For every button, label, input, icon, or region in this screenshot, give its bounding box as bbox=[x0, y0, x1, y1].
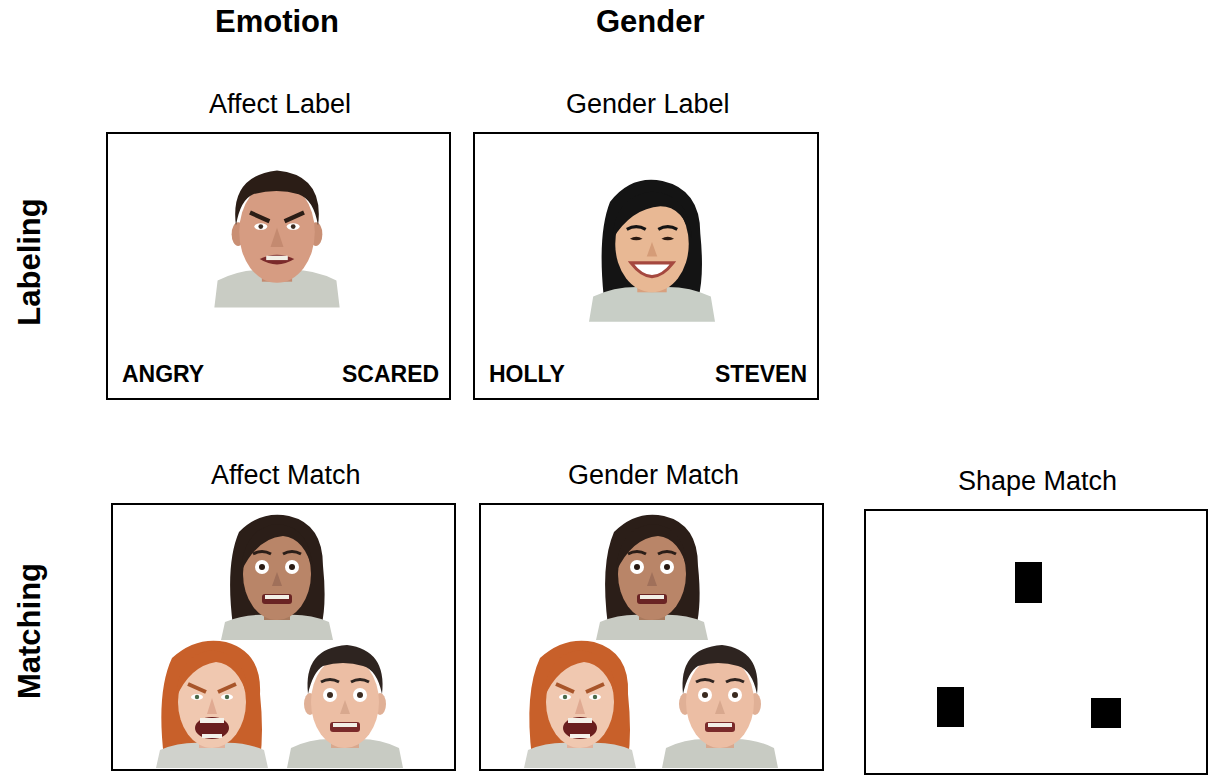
answer-label: HOLLY bbox=[489, 361, 565, 388]
angry-man-face bbox=[214, 170, 339, 307]
panel-heading: Gender Match bbox=[568, 460, 739, 491]
shape-rect bbox=[1091, 698, 1121, 728]
panel-heading: Shape Match bbox=[958, 466, 1117, 497]
panel-box: Affect LabelANGRYSCARED bbox=[106, 132, 451, 400]
panel-box: Shape Match bbox=[864, 509, 1208, 775]
panel-heading: Affect Match bbox=[211, 460, 361, 491]
answer-label: SCARED bbox=[342, 361, 439, 388]
angry-woman-face bbox=[156, 641, 268, 768]
row-label: Matching bbox=[12, 563, 48, 699]
scared-woman-face bbox=[221, 515, 333, 640]
shape-rect bbox=[1015, 562, 1042, 603]
panel-box: Affect Match bbox=[111, 503, 456, 771]
scared-man-face bbox=[287, 645, 403, 768]
row-label: Labeling bbox=[12, 198, 48, 325]
column-label: Emotion bbox=[215, 4, 339, 40]
smiling-woman-face bbox=[589, 180, 715, 322]
panel-box: Gender LabelHOLLYSTEVEN bbox=[473, 132, 819, 400]
answer-label: STEVEN bbox=[715, 361, 807, 388]
angry-woman-face bbox=[524, 641, 636, 768]
shape-rect bbox=[937, 687, 964, 727]
panel-heading: Affect Label bbox=[209, 89, 351, 120]
panel-heading: Gender Label bbox=[566, 89, 730, 120]
answer-label: ANGRY bbox=[122, 361, 204, 388]
panel-box: Gender Match bbox=[479, 503, 824, 771]
scared-woman-face bbox=[596, 515, 708, 640]
scared-man-face bbox=[662, 645, 778, 768]
column-label: Gender bbox=[596, 4, 705, 40]
